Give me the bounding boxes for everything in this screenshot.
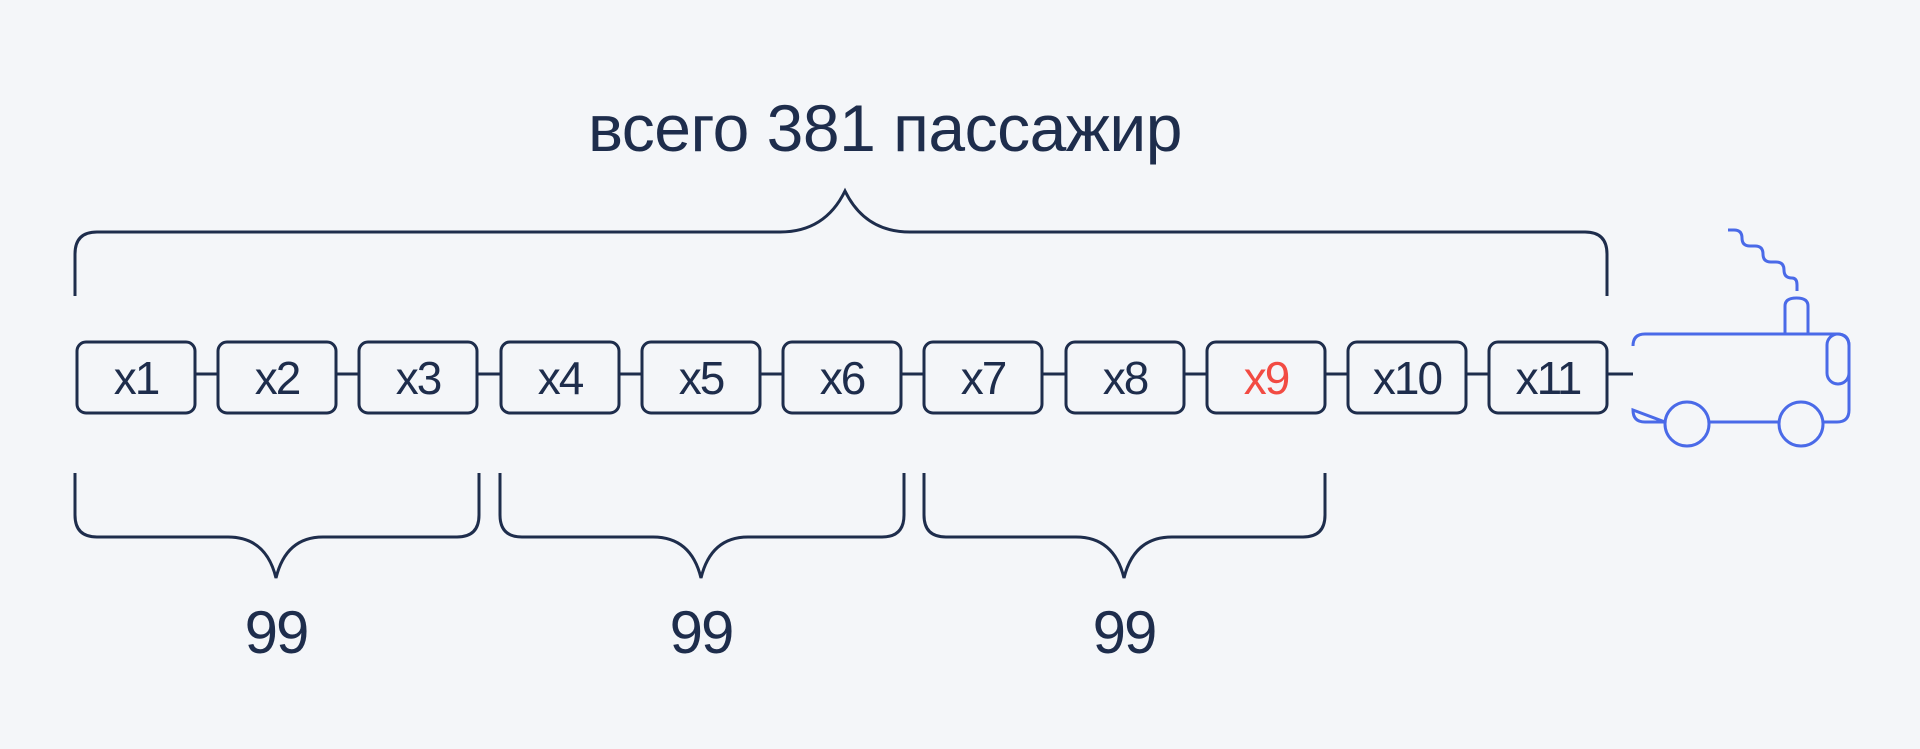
car-label: x8 <box>1102 351 1150 404</box>
car-box <box>640 340 762 415</box>
car-label: x4 <box>537 351 585 404</box>
car-label: x7 <box>960 351 1008 404</box>
car-box <box>357 340 479 415</box>
group-braces <box>73 473 1327 579</box>
car-box <box>1487 340 1609 415</box>
car-box <box>1346 340 1468 415</box>
car-box <box>922 340 1044 415</box>
car-box <box>1205 340 1327 415</box>
car-label: x6 <box>819 351 867 404</box>
car-label: x10 <box>1372 351 1443 404</box>
locomotive-icon <box>1631 228 1851 448</box>
cars <box>75 340 1609 415</box>
group-count: 99 <box>1092 599 1158 666</box>
total-brace <box>73 187 1609 296</box>
group-count: 99 <box>244 599 310 666</box>
chimney-icon <box>1783 296 1810 334</box>
group-brace <box>498 473 906 579</box>
car-label: x3 <box>395 351 443 404</box>
wheel-icon <box>1777 400 1825 448</box>
car-box <box>499 340 621 415</box>
wheel-icon <box>1663 400 1711 448</box>
car-box <box>75 340 197 415</box>
car-label: x5 <box>678 351 726 404</box>
car-box <box>781 340 903 415</box>
car-label: x1 <box>113 351 161 404</box>
group-brace <box>922 473 1327 579</box>
smoke-icon <box>1728 228 1799 291</box>
car-label-highlighted: x9 <box>1243 351 1291 404</box>
car-box <box>1064 340 1186 415</box>
car-box <box>216 340 338 415</box>
group-brace <box>73 473 481 579</box>
car-label: x11 <box>1515 351 1583 404</box>
car-label: x2 <box>254 351 302 404</box>
group-count: 99 <box>669 599 735 666</box>
cab-window <box>1825 332 1851 386</box>
total-passengers-title: всего 381 пассажир <box>587 91 1183 165</box>
